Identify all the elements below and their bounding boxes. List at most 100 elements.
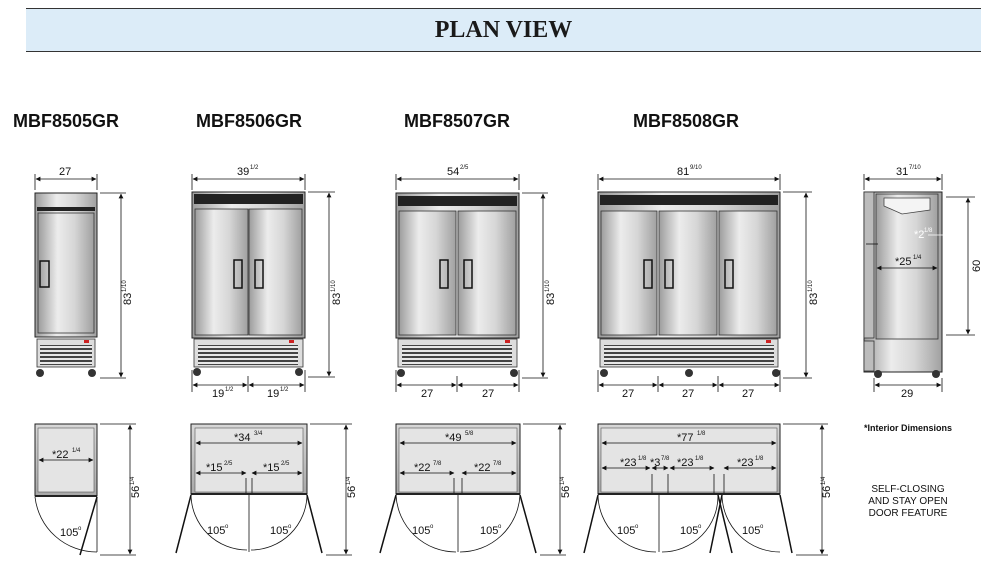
dim-side-depth-inner: *25 — [895, 256, 912, 268]
dim-m3-interior: *49 — [445, 432, 462, 444]
dim-m1-interior-frac: 1/4 — [72, 448, 81, 454]
dim-m3-door-right: *22 — [474, 462, 491, 474]
dim-m4-depth-frac: 1/4 — [821, 476, 827, 485]
dim-m3-door-left: *22 — [414, 462, 431, 474]
dim-m2-door-left-frac: 2/5 — [224, 461, 233, 467]
dim-side-width: 31 — [896, 166, 908, 178]
m2-angle-right-degree: o — [288, 524, 292, 530]
dim-m4-depth: 56 — [821, 486, 833, 498]
m4-angle-3-degree: o — [760, 524, 764, 530]
dim-m4-interior-frac: 1/8 — [697, 431, 706, 437]
dim-m2-angle-right: 105 — [270, 525, 288, 537]
model-2-plan: *34 3/4 *15 2/5 *15 2/5 105 o 105 o 56 1… — [175, 423, 358, 556]
dim-side-bottom: 29 — [901, 388, 913, 400]
dim-m3-width: 54 — [447, 166, 459, 178]
note-door-line-3: DOOR FEATURE — [868, 508, 948, 519]
m4-angle-1-degree: o — [635, 524, 639, 530]
dim-m4-door-3-frac: 1/8 — [755, 456, 764, 462]
model-3-plan: *49 5/8 *22 7/8 *22 7/8 105 o 105 o 56 1… — [379, 423, 572, 556]
dim-m1-depth-frac: 1/4 — [130, 476, 136, 485]
dim-m4-height: 83 — [808, 293, 820, 305]
dim-m4-door-3: *23 — [737, 457, 754, 469]
m3-angle-left-degree: o — [430, 524, 434, 530]
dim-m2-door-left: *15 — [206, 462, 223, 474]
dim-m2-width-frac: 1/2 — [250, 165, 259, 171]
dim-m4-angle-2: 105 — [680, 525, 698, 537]
m1-angle-degree: o — [78, 526, 82, 532]
model-1-front: 27 83 1/10 — [34, 166, 134, 379]
model-label-1: MBF8505GR — [13, 111, 120, 131]
dim-m3-angle-left: 105 — [412, 525, 430, 537]
dim-m1-height: 83 — [122, 293, 134, 305]
title-banner: PLAN VIEW — [26, 8, 981, 52]
m4-angle-2-degree: o — [698, 524, 702, 530]
model-label-4: MBF8508GR — [633, 111, 740, 131]
dim-m4-width-frac: 9/10 — [690, 165, 702, 171]
dim-m3-bottom-right: 27 — [482, 388, 494, 400]
dim-m2-bottom-left: 19 — [212, 388, 224, 400]
dim-m3-door-right-frac: 7/8 — [493, 461, 502, 467]
dim-m3-door-left-frac: 7/8 — [433, 461, 442, 467]
dim-m2-height: 83 — [331, 293, 343, 305]
model-2-front: 39 1/2 19 1/2 19 1/2 83 1/10 — [191, 165, 343, 400]
dim-m4-door-2: *23 — [677, 457, 694, 469]
dim-m2-door-right: *15 — [263, 462, 280, 474]
dim-m4-width: 81 — [677, 166, 689, 178]
dim-side-inner-frac: 1/8 — [924, 228, 933, 234]
dim-m2-height-frac: 1/10 — [331, 280, 337, 292]
page-title: PLAN VIEW — [434, 17, 573, 43]
dim-m3-height-frac: 1/10 — [545, 280, 551, 292]
note-interior-dimensions: *Interior Dimensions — [864, 423, 953, 433]
dim-m4-interior: *77 — [677, 432, 694, 444]
dim-m3-interior-frac: 5/8 — [465, 431, 474, 437]
dim-side-height: 60 — [971, 260, 983, 272]
dim-m2-bottom-left-frac: 1/2 — [225, 387, 234, 393]
dim-m3-height: 83 — [545, 293, 557, 305]
dim-m2-depth-frac: 1/4 — [346, 476, 352, 485]
dim-m2-width: 39 — [237, 166, 249, 178]
dim-m3-depth: 56 — [560, 486, 572, 498]
dim-m2-door-right-frac: 2/5 — [281, 461, 290, 467]
dim-m4-mid: *3 — [650, 457, 660, 469]
dim-m4-bottom-3: 27 — [742, 388, 754, 400]
model-label-2: MBF8506GR — [196, 111, 303, 131]
dim-m4-door-1-frac: 1/8 — [638, 456, 647, 462]
dim-m4-angle-1: 105 — [617, 525, 635, 537]
dim-m1-depth: 56 — [130, 486, 142, 498]
dim-m3-bottom-left: 27 — [421, 388, 433, 400]
m3-angle-right-degree: o — [498, 524, 502, 530]
dim-side-width-frac: 7/10 — [909, 165, 921, 171]
model-1-plan: *22 1/4 105 o 56 1/4 — [34, 423, 142, 556]
note-door-line-1: SELF-CLOSING — [871, 484, 945, 495]
dim-m1-width: 27 — [59, 166, 71, 178]
dim-m4-bottom-2: 27 — [682, 388, 694, 400]
dim-m2-angle-left: 105 — [207, 525, 225, 537]
model-4-front: 81 9/10 27 27 27 83 1/10 — [597, 165, 820, 400]
dim-m2-interior: *34 — [234, 432, 251, 444]
dim-m2-interior-frac: 3/4 — [254, 431, 263, 437]
dim-side-inner: *2 — [914, 229, 924, 241]
dim-m4-door-2-frac: 1/8 — [695, 456, 704, 462]
dim-m1-interior: *22 — [52, 449, 69, 461]
side-view: 31 7/10 *2 1/8 *25 1/4 60 29 — [863, 165, 983, 400]
dim-m4-mid-frac: 7/8 — [661, 456, 670, 462]
dim-m4-door-1: *23 — [620, 457, 637, 469]
dim-m4-bottom-1: 27 — [622, 388, 634, 400]
dim-m4-angle-3: 105 — [742, 525, 760, 537]
note-door-feature: SELF-CLOSING AND STAY OPEN DOOR FEATURE — [846, 484, 970, 520]
dim-m4-height-frac: 1/10 — [808, 280, 814, 292]
model-label-3: MBF8507GR — [404, 111, 511, 131]
dim-m2-bottom-right-frac: 1/2 — [280, 387, 289, 393]
dim-m3-width-frac: 2/5 — [460, 165, 469, 171]
model-3-front: 54 2/5 27 27 83 1/10 — [395, 165, 557, 400]
m2-angle-left-degree: o — [225, 524, 229, 530]
dim-m3-depth-frac: 1/4 — [560, 476, 566, 485]
dim-side-depth-inner-frac: 1/4 — [913, 255, 922, 261]
model-4-plan: *77 1/8 *23 1/8 *3 7/8 *23 1/8 *23 1/8 1… — [583, 423, 833, 556]
dim-m3-angle-right: 105 — [480, 525, 498, 537]
dim-m2-depth: 56 — [346, 486, 358, 498]
dim-m2-bottom-right: 19 — [267, 388, 279, 400]
note-door-line-2: AND STAY OPEN — [868, 496, 948, 507]
dim-m1-angle: 105 — [60, 527, 78, 539]
